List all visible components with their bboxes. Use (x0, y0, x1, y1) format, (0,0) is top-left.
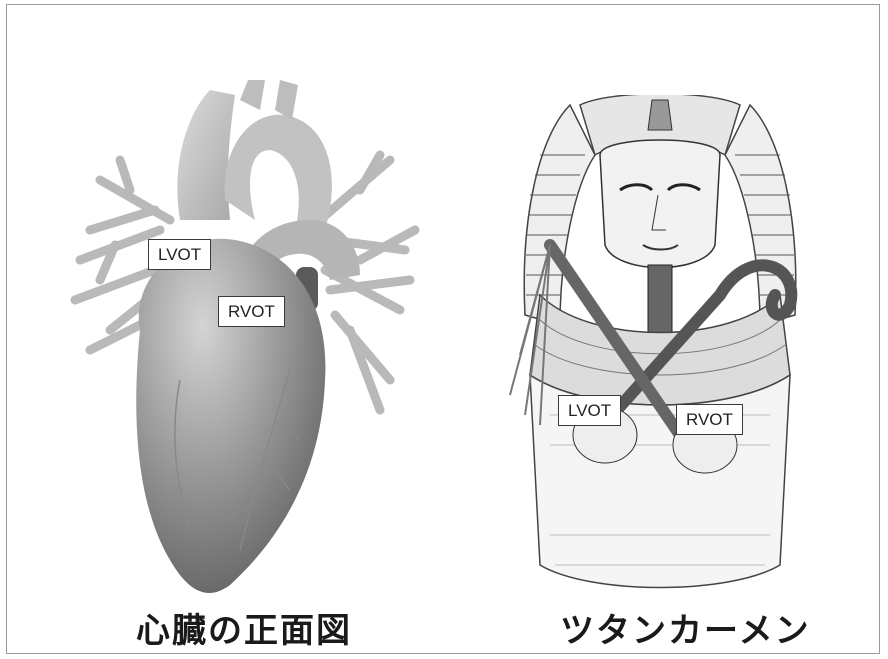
pharaoh-illustration (480, 95, 840, 600)
heart-lvot-label: LVOT (148, 239, 211, 270)
heart-rvot-label: RVOT (218, 296, 285, 327)
heart-caption: 心臓の正面図 (136, 603, 352, 652)
right-vessels (320, 155, 415, 410)
pharaoh-face (600, 140, 720, 268)
heart-illustration (60, 80, 430, 600)
heart-drawing (60, 80, 430, 600)
pharaoh-drawing (480, 95, 840, 600)
pharaoh-lvot-label: LVOT (558, 395, 621, 426)
heart-body (136, 239, 325, 593)
aortic-arch (225, 115, 332, 230)
pharaoh-caption: ツタンカーメン (560, 603, 811, 652)
pharaoh-rvot-label: RVOT (676, 404, 743, 435)
pharaoh-beard (648, 265, 672, 335)
